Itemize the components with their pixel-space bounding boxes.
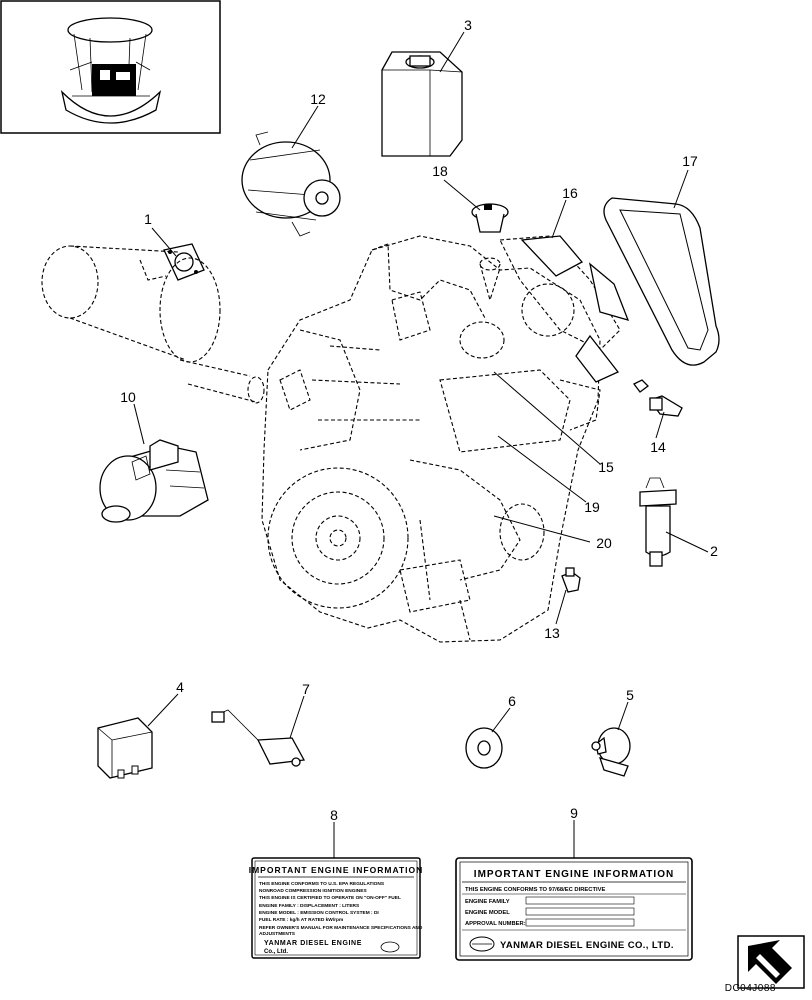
yanmar-logo-small (380, 941, 400, 953)
fan-belt (603, 197, 720, 366)
label-large-line3: ENGINE MODEL (465, 910, 510, 916)
oil-pressure-switch (561, 567, 581, 593)
label-small-line6: FUEL RATE : kg/h AT RATED kW/rpm (259, 917, 343, 923)
arrow-icon (748, 940, 792, 984)
label-small-line2: NONROAD COMPRESSION IGNITION ENGINES (259, 888, 367, 894)
timer-unit (211, 709, 306, 767)
callout-2: 2 (710, 543, 718, 559)
label-small-line3: THIS ENGINE IS CERTIFIED TO OPERATE ON "… (259, 895, 401, 901)
callout-14: 14 (650, 439, 666, 455)
callout-6: 6 (508, 693, 516, 709)
drawing-code: DC04J088 (724, 983, 776, 994)
callout-7: 7 (302, 681, 310, 697)
callout-13: 13 (544, 625, 560, 641)
leader-lines (133, 31, 709, 858)
callout-numbers: 1 2 3 4 5 6 7 8 9 10 12 13 14 15 16 17 1… (120, 17, 718, 823)
engine-assembly (261, 235, 621, 643)
callout-15: 15 (598, 459, 614, 475)
label-small-line1: THIS ENGINE CONFORMS TO U.S. EPA REGULAT… (259, 881, 385, 887)
label-small-maker2: Co., Ltd. (264, 949, 288, 955)
starter-motor (99, 439, 209, 523)
callout-18: 18 (432, 163, 448, 179)
cooling-fan (520, 235, 630, 383)
temperature-sensor (633, 379, 683, 417)
label-large-title: IMPORTANT ENGINE INFORMATION (474, 869, 674, 880)
callout-1: 1 (144, 211, 152, 227)
label-large-line1: THIS ENGINE CONFORMS TO 97/68/EC DIRECTI… (465, 887, 605, 893)
label-small-maker1: YANMAR DIESEL ENGINE (264, 940, 362, 947)
callout-5: 5 (626, 687, 634, 703)
callout-16: 16 (562, 185, 578, 201)
thermostat (471, 203, 509, 233)
label-small-line8: ADJUSTMENTS (259, 931, 296, 937)
label-large-maker: YANMAR DIESEL ENGINE CO., LTD. (500, 940, 674, 951)
label-small-title: IMPORTANT ENGINE INFORMATION (249, 865, 424, 875)
machine-thumbnail (60, 17, 162, 124)
label-small-line4: ENGINE FAMILY : DISPLACEMENT : LITERS (259, 903, 360, 909)
callout-10: 10 (120, 389, 136, 405)
callout-9: 9 (570, 805, 578, 821)
callout-8: 8 (330, 807, 338, 823)
callout-17: 17 (682, 153, 698, 169)
label-small-line5: ENGINE MODEL : EMISSION CONTROL SYSTEM :… (259, 910, 379, 916)
callout-12: 12 (310, 91, 326, 107)
label-large-line2: ENGINE FAMILY (465, 899, 510, 905)
label-small-line7: REFER OWNER'S MANUAL FOR MAINTENANCE SPE… (259, 925, 423, 931)
callout-20: 20 (596, 535, 612, 551)
fuel-filter (639, 477, 677, 567)
alternator (241, 131, 341, 237)
callout-4: 4 (176, 679, 184, 695)
relay (97, 717, 153, 779)
navigation-arrow-box (737, 935, 805, 989)
coolant-reservoir (381, 51, 463, 157)
callout-19: 19 (584, 499, 600, 515)
fuel-solenoid (591, 727, 631, 777)
washer (465, 727, 503, 769)
label-large-line4: APPROVAL NUMBER: (465, 921, 526, 927)
engine-info-label-small: IMPORTANT ENGINE INFORMATION THIS ENGINE… (249, 857, 424, 959)
inset-box (0, 0, 221, 134)
callout-3: 3 (464, 17, 472, 33)
muffler (41, 245, 265, 404)
engine-info-label-large: IMPORTANT ENGINE INFORMATION THIS ENGINE… (455, 857, 693, 961)
